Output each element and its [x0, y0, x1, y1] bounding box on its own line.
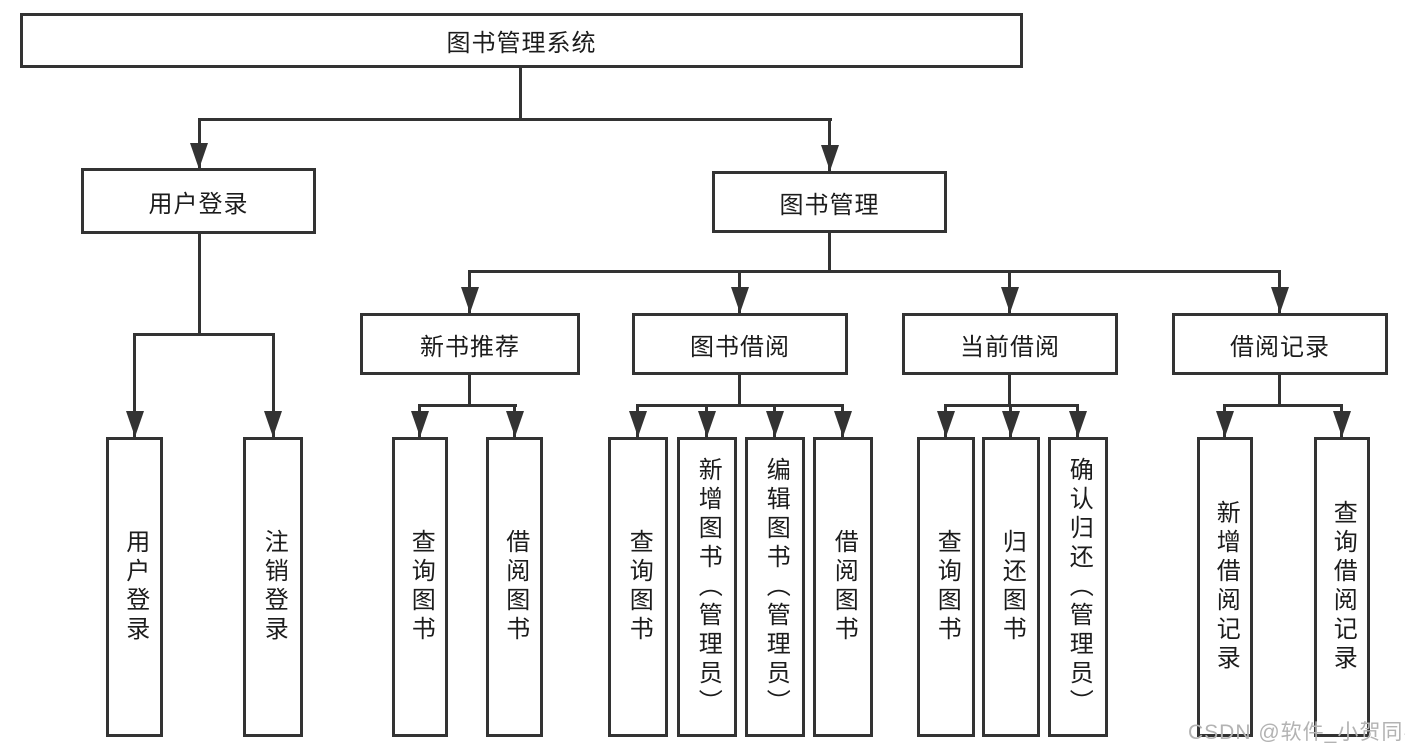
- arrow-down-icon: [834, 411, 852, 437]
- arrow-down-icon: [1271, 287, 1289, 313]
- leaf-query-books: 查询图书: [392, 437, 448, 737]
- arrow-down-icon: [821, 145, 839, 171]
- leaf-confirm-return-admin: 确认归还（管理员）: [1048, 437, 1108, 737]
- connector-line: [198, 234, 201, 335]
- arrow-down-icon: [698, 411, 716, 437]
- connector-line: [1223, 404, 1343, 407]
- connector-line: [133, 333, 136, 437]
- node-book-borrow: 图书借阅: [632, 313, 848, 375]
- arrow-down-icon: [1001, 287, 1019, 313]
- connector-line: [198, 118, 832, 121]
- leaf-query-borrow-record: 查询借阅记录: [1314, 437, 1370, 737]
- connector-line: [418, 404, 517, 407]
- node-book-management: 图书管理: [712, 171, 947, 233]
- leaf-add-borrow-record: 新增借阅记录: [1197, 437, 1253, 737]
- connector-line: [272, 333, 275, 437]
- arrow-down-icon: [1069, 411, 1087, 437]
- node-borrow-records: 借阅记录: [1172, 313, 1388, 375]
- node-new-book-recommend: 新书推荐: [360, 313, 580, 375]
- leaf-return-books: 归还图书: [982, 437, 1040, 737]
- connector-line: [1008, 375, 1011, 406]
- node-user-login: 用户登录: [81, 168, 316, 234]
- arrow-down-icon: [1002, 411, 1020, 437]
- connector-line: [468, 375, 471, 406]
- arrow-down-icon: [461, 287, 479, 313]
- leaf-user-login: 用户登录: [106, 437, 163, 737]
- leaf-edit-books-admin: 编辑图书（管理员）: [745, 437, 805, 737]
- arrow-down-icon: [766, 411, 784, 437]
- arrow-down-icon: [629, 411, 647, 437]
- arrow-down-icon: [411, 411, 429, 437]
- arrow-down-icon: [264, 411, 282, 437]
- connector-line: [1278, 375, 1281, 406]
- arrow-down-icon: [506, 411, 524, 437]
- arrow-down-icon: [937, 411, 955, 437]
- node-library-system: 图书管理系统: [20, 13, 1023, 68]
- connector-line: [738, 375, 741, 406]
- node-current-borrow: 当前借阅: [902, 313, 1118, 375]
- connector-line: [828, 233, 831, 272]
- connector-line: [468, 270, 1281, 273]
- connector-line: [636, 404, 844, 407]
- arrow-down-icon: [190, 143, 208, 169]
- connector-line: [133, 333, 274, 336]
- arrow-down-icon: [1216, 411, 1234, 437]
- leaf-borrow-books: 借阅图书: [486, 437, 543, 737]
- arrow-down-icon: [1333, 411, 1351, 437]
- arrow-down-icon: [731, 287, 749, 313]
- connector-line: [828, 118, 831, 171]
- connector-line: [519, 68, 522, 120]
- arrow-down-icon: [126, 411, 144, 437]
- watermark: CSDN @软件_小贺同学: [1188, 721, 1405, 744]
- leaf-add-books-admin: 新增图书（管理员）: [677, 437, 737, 737]
- leaf-logout: 注销登录: [243, 437, 303, 737]
- leaf-query-books: 查询图书: [608, 437, 668, 737]
- leaf-query-books: 查询图书: [917, 437, 975, 737]
- leaf-borrow-books: 借阅图书: [813, 437, 873, 737]
